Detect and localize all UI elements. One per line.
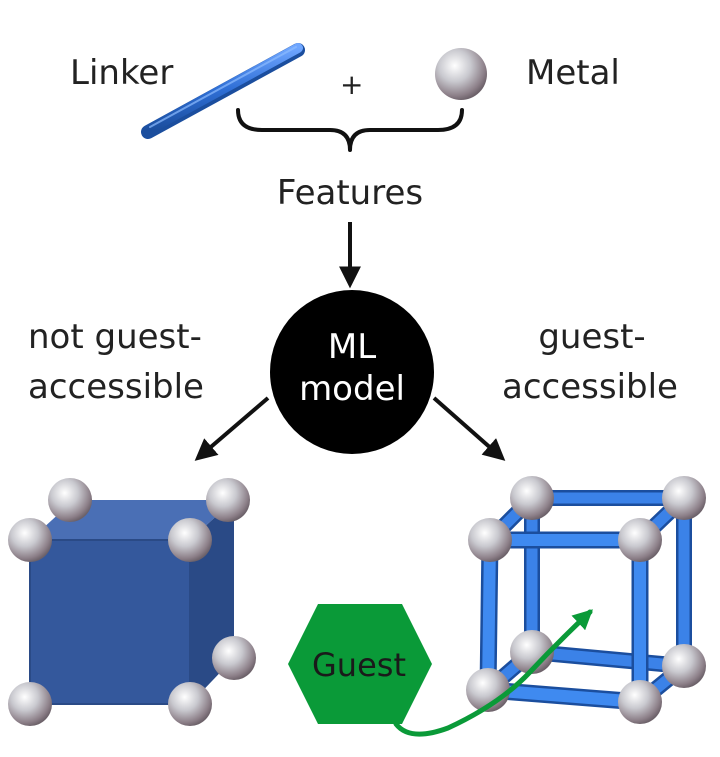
model-to-framework-arrow: [432, 396, 506, 461]
ml-label-line2: model: [299, 369, 405, 409]
linker-label: Linker: [70, 53, 173, 93]
right-label-line1: guest-: [538, 317, 645, 357]
right-label-line2: accessible: [502, 367, 678, 407]
left-label-line2: accessible: [28, 367, 204, 407]
curly-brace: [236, 108, 464, 152]
ml-model-node: ML model: [270, 290, 434, 454]
features-label: Features: [277, 173, 423, 213]
linker-rod-icon: [141, 43, 305, 139]
metal-sphere-icon: [435, 48, 487, 100]
ml-label-line1: ML: [328, 327, 376, 367]
guest-label: Guest: [312, 646, 406, 684]
plus-sign: +: [340, 68, 363, 101]
framework-cube-icon: [466, 476, 706, 724]
solid-cube-icon: [8, 478, 256, 726]
guest-hexagon: Guest: [288, 604, 432, 724]
model-to-solid-arrow: [194, 396, 270, 461]
guest-entry-arrow: [393, 609, 593, 737]
metal-label: Metal: [526, 53, 620, 93]
left-label-line1: not guest-: [28, 317, 202, 357]
